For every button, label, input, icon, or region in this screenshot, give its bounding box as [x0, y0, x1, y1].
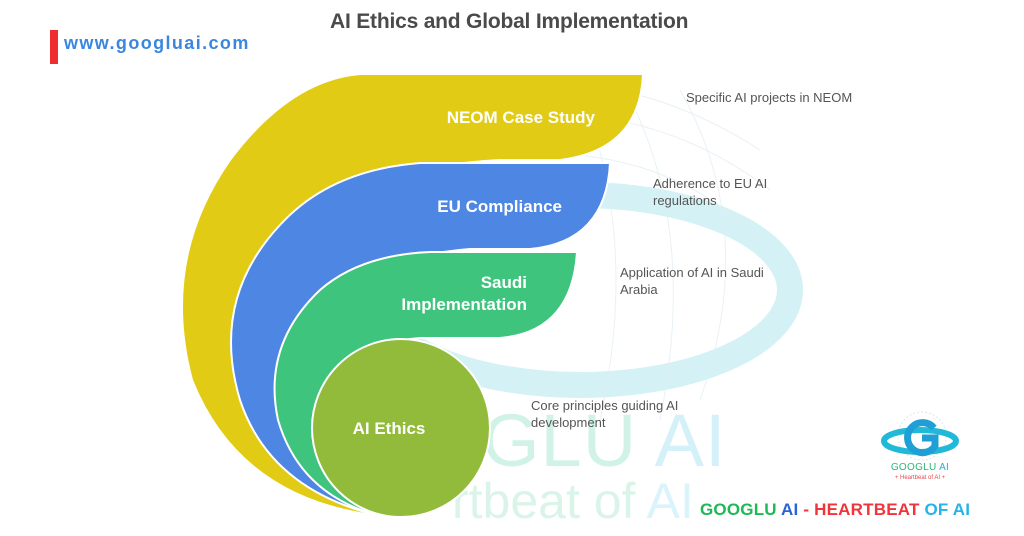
- watermark-text: GLU AI: [482, 399, 727, 482]
- footer-brand: GOOGLU AI - HEARTBEAT OF AI: [700, 500, 971, 519]
- layer-saudi-description: Application of AI in Saudi Arabia: [620, 265, 764, 297]
- layer-ethics-description: Core principles guiding AI development: [531, 398, 679, 430]
- logo-tagline: + Heartbeat of AI +: [894, 475, 946, 481]
- logo-name: GOOGLU AI: [890, 462, 950, 473]
- accent-bar: [50, 30, 58, 64]
- layer-neom-description: Specific AI projects in NEOM: [686, 90, 853, 105]
- website-link[interactable]: www.googluai.com: [50, 30, 250, 64]
- page-title: AI Ethics and Global Implementation: [330, 10, 689, 33]
- layer-eu-label: EU Compliance: [437, 197, 562, 216]
- globe-g-icon: [881, 411, 959, 461]
- layer-eu-description: Adherence to EU AI regulations: [653, 176, 768, 208]
- layer-saudi-label: Saudi Implementation: [401, 273, 527, 314]
- googlu-logo: GOOGLU AI + Heartbeat of AI +: [872, 408, 968, 494]
- layer-ethics-label: AI Ethics: [352, 419, 426, 438]
- layer-ethics-shape: [311, 338, 491, 518]
- layer-saudi-shape: [273, 251, 579, 517]
- watermark-subtext: rtbeat of AI: [452, 473, 694, 529]
- layer-neom-label: NEOM Case Study: [446, 108, 595, 127]
- website-url: www.googluai.com: [64, 32, 250, 53]
